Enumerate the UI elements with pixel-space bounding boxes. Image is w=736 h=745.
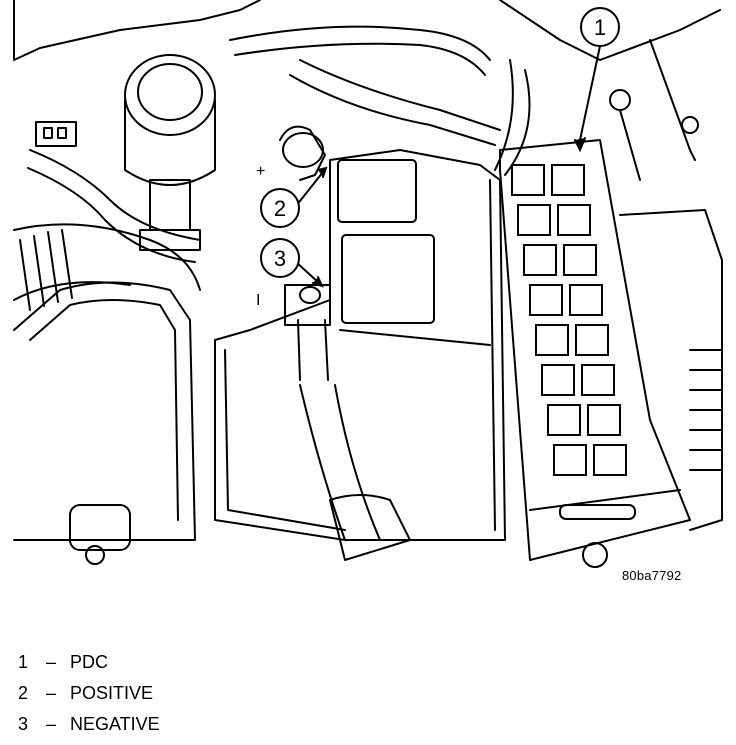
legend-dash: – [45, 652, 56, 672]
pdc-relay-15 [593, 444, 627, 476]
legend-number: 2 [18, 683, 29, 703]
legend-number: 3 [18, 714, 29, 734]
legend-number: 1 [18, 652, 29, 672]
legend-label: POSITIVE [70, 683, 154, 703]
legend: 1 – PDC 2 – POSITIVE 3 – NEGATIVE [18, 652, 160, 745]
callout-2-leader [295, 171, 324, 207]
legend-item: 1 – PDC [18, 652, 160, 683]
callout-1-leader [579, 45, 601, 141]
pdc-relay-6 [529, 284, 563, 316]
legend-label: PDC [70, 652, 109, 672]
callout-3-number: 3 [274, 246, 286, 271]
pdc-relay-1 [551, 164, 585, 196]
cable-loop [494, 59, 514, 171]
callout-3-leader [295, 261, 319, 283]
callout-2-arrow [317, 166, 328, 178]
connector-left [27, 121, 201, 263]
legend-item: 2 – POSITIVE [18, 683, 160, 714]
battery [214, 149, 506, 541]
pdc-relay-0 [511, 164, 545, 196]
positive-sign: + [256, 163, 265, 180]
pdc-relay-grid [511, 164, 627, 476]
battery-cap-1 [337, 159, 417, 223]
pdc-relay-7 [569, 284, 603, 316]
air-cleaner-box [13, 281, 196, 565]
engine-bay-illustration: 1 2 3 + I 80ba7792 [13, 0, 723, 583]
pdc-relay-2 [517, 204, 551, 236]
pdc-relay-5 [563, 244, 597, 276]
ground-studs [582, 89, 699, 568]
callout-3-arrow [312, 276, 324, 288]
figure-code: 80ba7792 [622, 568, 682, 583]
callout-1-number: 1 [594, 15, 606, 40]
callout-1-arrow [574, 137, 586, 153]
frame-line [13, 0, 261, 61]
battery-cap-2 [341, 234, 435, 324]
pdc-relay-4 [523, 244, 557, 276]
intake-hose [13, 223, 201, 311]
pdc-relay-3 [557, 204, 591, 236]
fender-edge [649, 39, 696, 161]
callout-1-circle [580, 7, 620, 47]
callout-3-circle [260, 238, 300, 278]
negative-terminal [284, 284, 411, 561]
pdc-relay-13 [587, 404, 621, 436]
legend-dash: – [45, 714, 56, 734]
cowl-line [499, 0, 721, 61]
pdc-relay-14 [553, 444, 587, 476]
pdc [499, 139, 691, 561]
pdc-relay-10 [541, 364, 575, 396]
callout-2-number: 2 [274, 196, 286, 221]
pdc-relay-12 [547, 404, 581, 436]
callout-2-circle [260, 188, 300, 228]
negative-sign: I [256, 292, 260, 309]
positive-terminal [279, 125, 326, 181]
line-drawing: 1 2 3 + I [13, 0, 723, 568]
legend-item: 3 – NEGATIVE [18, 714, 160, 745]
reservoir [124, 54, 216, 251]
legend-label: NEGATIVE [70, 714, 160, 734]
pdc-relay-11 [581, 364, 615, 396]
pdc-relay-9 [575, 324, 609, 356]
wiring-harness-top [229, 25, 491, 61]
pdc-relay-8 [535, 324, 569, 356]
legend-dash: – [45, 683, 56, 703]
control-module [619, 209, 723, 531]
